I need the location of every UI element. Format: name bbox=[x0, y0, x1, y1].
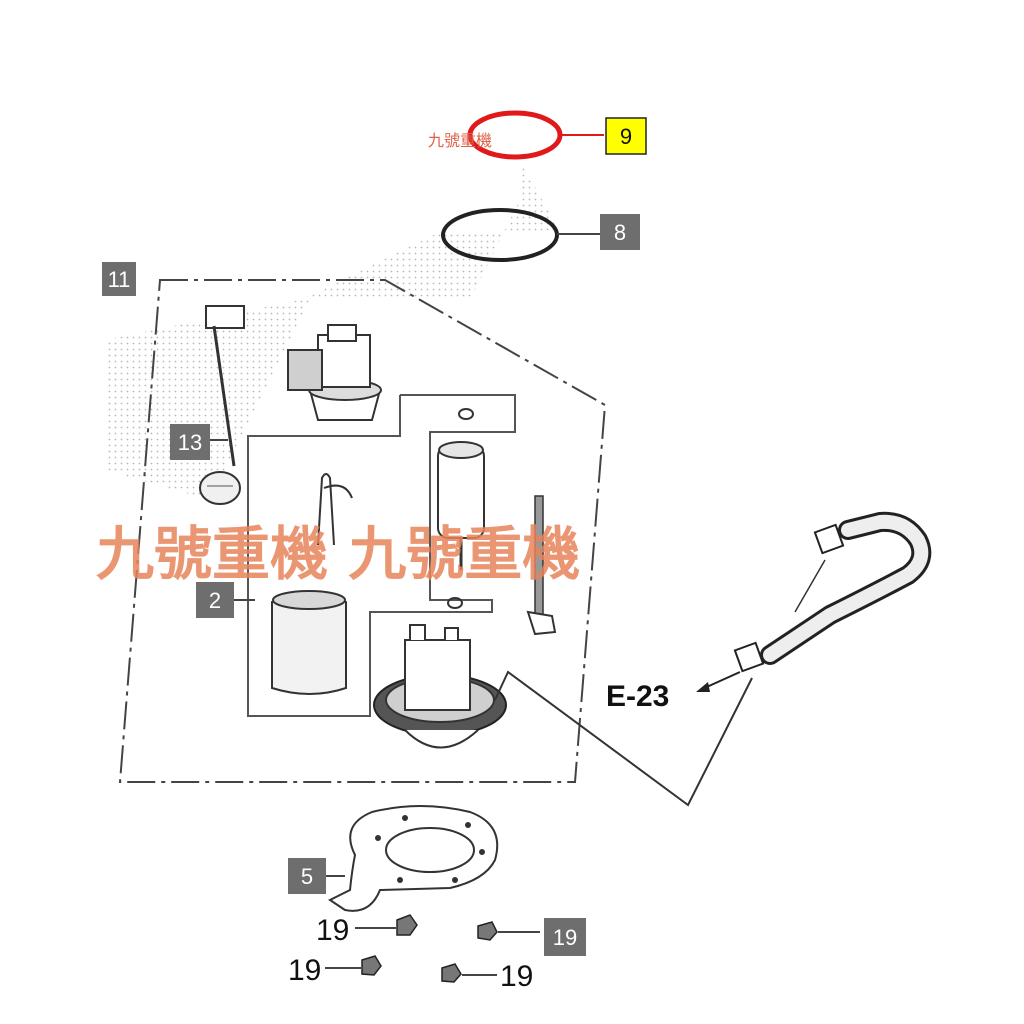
callout-8: 8 bbox=[600, 214, 640, 250]
svg-text:8: 8 bbox=[614, 220, 626, 245]
callout-13: 13 bbox=[170, 424, 210, 460]
svg-text:9: 9 bbox=[620, 124, 632, 149]
callout-2: 2 bbox=[196, 582, 234, 618]
fuel-filter-part-2 bbox=[271, 590, 347, 695]
fuel-hose bbox=[733, 511, 932, 673]
ref-arrowhead bbox=[696, 682, 710, 692]
callout-19: 19 bbox=[544, 918, 586, 956]
fuel-level-sender-part-13 bbox=[199, 305, 245, 505]
hose-connection-line bbox=[494, 670, 753, 807]
subassembly-outline bbox=[247, 394, 516, 717]
svg-text:5: 5 bbox=[301, 864, 313, 889]
label-19-b: 19 bbox=[288, 954, 321, 987]
label-19-c: 19 bbox=[500, 960, 533, 993]
mounting-plate-part-5 bbox=[328, 805, 499, 912]
small-seal-upper bbox=[458, 408, 474, 420]
nut-19-d bbox=[441, 963, 462, 983]
svg-text:2: 2 bbox=[209, 588, 221, 613]
watermark-small: 九號重機 bbox=[428, 131, 492, 150]
nut-19-a bbox=[396, 914, 418, 936]
fuel-pump-cylinder bbox=[437, 441, 485, 570]
svg-text:13: 13 bbox=[178, 430, 202, 455]
pump-top-cap bbox=[287, 324, 382, 421]
nut-19-b bbox=[477, 921, 498, 941]
label-19-a: 19 bbox=[316, 914, 349, 947]
assembly-outline bbox=[118, 279, 607, 783]
retaining-clip bbox=[317, 473, 353, 546]
callout-5: 5 bbox=[288, 858, 326, 894]
svg-text:11: 11 bbox=[108, 267, 131, 292]
pump-bracket bbox=[526, 495, 557, 636]
watermark-large: 九號重機 九號重機 bbox=[96, 520, 580, 588]
small-seal-lower bbox=[447, 597, 463, 609]
pump-base-flange bbox=[373, 624, 507, 749]
svg-text:19: 19 bbox=[553, 925, 577, 950]
reference-label-e23: E-23 bbox=[606, 680, 669, 713]
nut-19-c bbox=[361, 955, 382, 976]
callout-9: 9 bbox=[605, 117, 647, 155]
callout-11: 11 bbox=[102, 262, 136, 296]
